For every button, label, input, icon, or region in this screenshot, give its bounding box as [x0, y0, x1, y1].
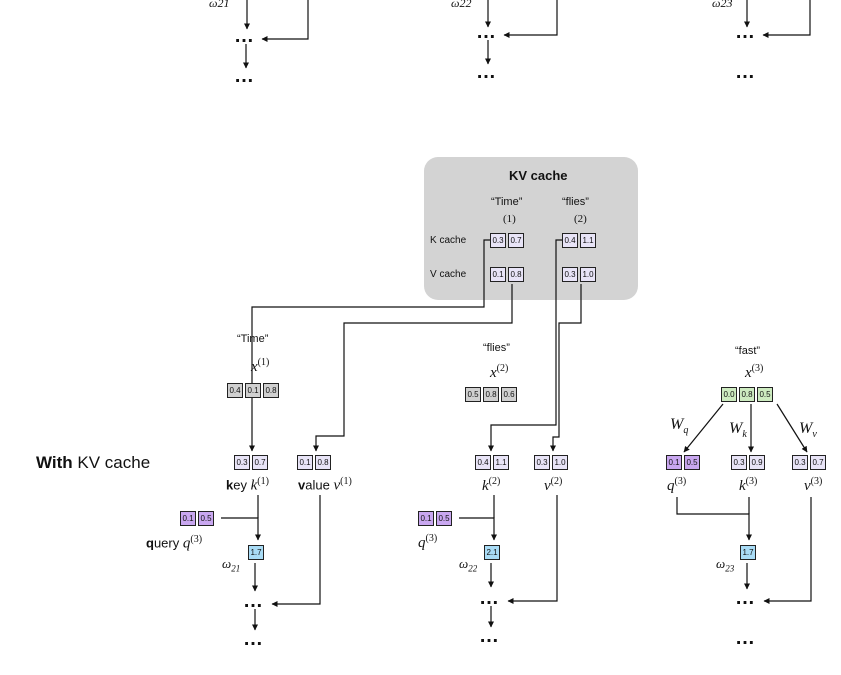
- token-1-k-cell: 0.7: [252, 455, 268, 470]
- token-3-omega-label: ω23: [716, 556, 735, 574]
- v2-to-dots-arrow: [507, 495, 558, 604]
- token-1-q-cell: 0.1: [180, 511, 196, 526]
- kv-cache-col1-word: “Time”: [491, 196, 523, 208]
- kv-cache-k1-cell: 0.3: [490, 233, 506, 248]
- kv-cache-panel: [424, 157, 638, 300]
- token-2-k-cell: 0.4: [475, 455, 491, 470]
- token-3-x-cell: 0.0: [721, 387, 737, 402]
- token-2-dots-a: …: [479, 587, 500, 609]
- token-3-wk-label: Wk: [729, 420, 747, 441]
- cache-k1-route: [249, 239, 490, 452]
- token-3-word: “fast”: [735, 345, 761, 357]
- token-3-omega-cell: 1.7: [740, 545, 756, 560]
- token-3-x-label: x(3): [745, 363, 764, 381]
- kv-cache-v-row-label: V cache: [430, 269, 467, 280]
- token-1-key-label: key k(1): [226, 476, 269, 494]
- top-v-arrow-2: [503, 0, 558, 38]
- kv-cache-k-row-label: K cache: [430, 235, 467, 246]
- token-2-q-cell: 0.5: [436, 511, 452, 526]
- token-3-v-cell: 0.7: [810, 455, 826, 470]
- token-1-word: “Time”: [237, 333, 269, 345]
- top-dots-2a: …: [476, 21, 497, 43]
- token-2-q-cell: 0.1: [418, 511, 434, 526]
- token-2-omega-cell: 2.1: [484, 545, 500, 560]
- token-3-k-label: k(3): [739, 476, 758, 494]
- token-3-v-cell: 0.3: [792, 455, 808, 470]
- kv-cache-v1-cell: 0.1: [490, 267, 506, 282]
- kv-cache-v2-cell: 0.3: [562, 267, 578, 282]
- token-2-v-label: v(2): [544, 476, 563, 494]
- q3-to-omega-arrow: [676, 497, 752, 541]
- token-1-k-cell: 0.3: [234, 455, 250, 470]
- kv-cache-k2-cell: 1.1: [580, 233, 596, 248]
- kv-cache-col2-word: “flies”: [562, 196, 589, 208]
- token-1-dots-b: …: [243, 628, 264, 650]
- token-1-x-label: x(1): [251, 357, 270, 375]
- token-3-wv-label: Wv: [799, 420, 817, 441]
- token-3-dots-b: …: [735, 627, 756, 649]
- token-3-dots-a: …: [735, 587, 756, 609]
- top-dots-3a: …: [735, 21, 756, 43]
- token-1-x-cell: 0.4: [227, 383, 243, 398]
- token-3-q-cell: 0.1: [666, 455, 682, 470]
- kv-cache-v1-cell: 0.8: [508, 267, 524, 282]
- top-v-arrow-3: [762, 0, 811, 38]
- top-dots-1b: …: [234, 65, 255, 87]
- token-1-x-cell: 0.1: [245, 383, 261, 398]
- token-3-k-cell: 0.3: [731, 455, 747, 470]
- cache-v1-route: [313, 284, 513, 452]
- top-omega-label-3: ω23: [712, 0, 733, 10]
- top-omega-label-1: ω21: [209, 0, 230, 10]
- token-1-dots-a: …: [243, 590, 264, 612]
- token-2-x-cell: 0.6: [501, 387, 517, 402]
- v3-to-dots-arrow: [763, 497, 812, 604]
- top-dots-1a: …: [234, 25, 255, 47]
- token-2-x-cell: 0.5: [465, 387, 481, 402]
- top-v-arrow-1: [261, 0, 309, 42]
- token-2-x-cell: 0.8: [483, 387, 499, 402]
- token-2-v-cell: 1.0: [552, 455, 568, 470]
- q1-to-omega-arrow: [221, 517, 261, 541]
- top-dots-3b: …: [735, 61, 756, 83]
- token-2-x-label: x(2): [490, 363, 509, 381]
- token-3-k-cell: 0.9: [749, 455, 765, 470]
- token-3-x-cell: 0.5: [757, 387, 773, 402]
- token-2-k-label: k(2): [482, 476, 501, 494]
- token-1-omega-label: ω21: [222, 556, 241, 574]
- token-2-q-label: q(3): [418, 533, 438, 551]
- token-3-x-cell: 0.8: [739, 387, 755, 402]
- wv-arrow: [776, 403, 808, 453]
- token-3-v-label: v(3): [804, 476, 823, 494]
- kv-cache-title: KV cache: [509, 168, 568, 183]
- token-1-query-label: query q(3): [146, 534, 203, 552]
- with-kv-cache-label: With KV cache: [36, 453, 151, 472]
- token-1-value-label: value v(1): [298, 476, 352, 494]
- wq-arrow: [683, 403, 724, 453]
- top-dots-2b: …: [476, 61, 497, 83]
- token-3-q-label: q(3): [667, 476, 687, 494]
- token-2-k-cell: 1.1: [493, 455, 509, 470]
- token-1-omega-cell: 1.7: [248, 545, 264, 560]
- token-3-wq-label: Wq: [670, 416, 689, 437]
- v1-to-dots-arrow: [271, 495, 321, 607]
- token-3-q-cell: 0.5: [684, 455, 700, 470]
- kv-cache-k1-cell: 0.7: [508, 233, 524, 248]
- cache-v2-route: [550, 284, 582, 452]
- q2-to-omega-arrow: [459, 517, 497, 541]
- top-omega-label-2: ω22: [451, 0, 472, 10]
- kv-cache-k2-cell: 0.4: [562, 233, 578, 248]
- cache-k2-route: [488, 239, 562, 452]
- token-2-omega-label: ω22: [459, 556, 478, 574]
- token-1-v-cell: 0.8: [315, 455, 331, 470]
- token-2-v-cell: 0.3: [534, 455, 550, 470]
- kv-cache-col2-index: (2): [574, 213, 587, 225]
- kv-cache-v2-cell: 1.0: [580, 267, 596, 282]
- token-1-q-cell: 0.5: [198, 511, 214, 526]
- kv-cache-col1-index: (1): [503, 213, 516, 225]
- token-1-v-cell: 0.1: [297, 455, 313, 470]
- token-2-word: “flies”: [483, 342, 510, 354]
- token-2-dots-b: …: [479, 625, 500, 647]
- token-1-x-cell: 0.8: [263, 383, 279, 398]
